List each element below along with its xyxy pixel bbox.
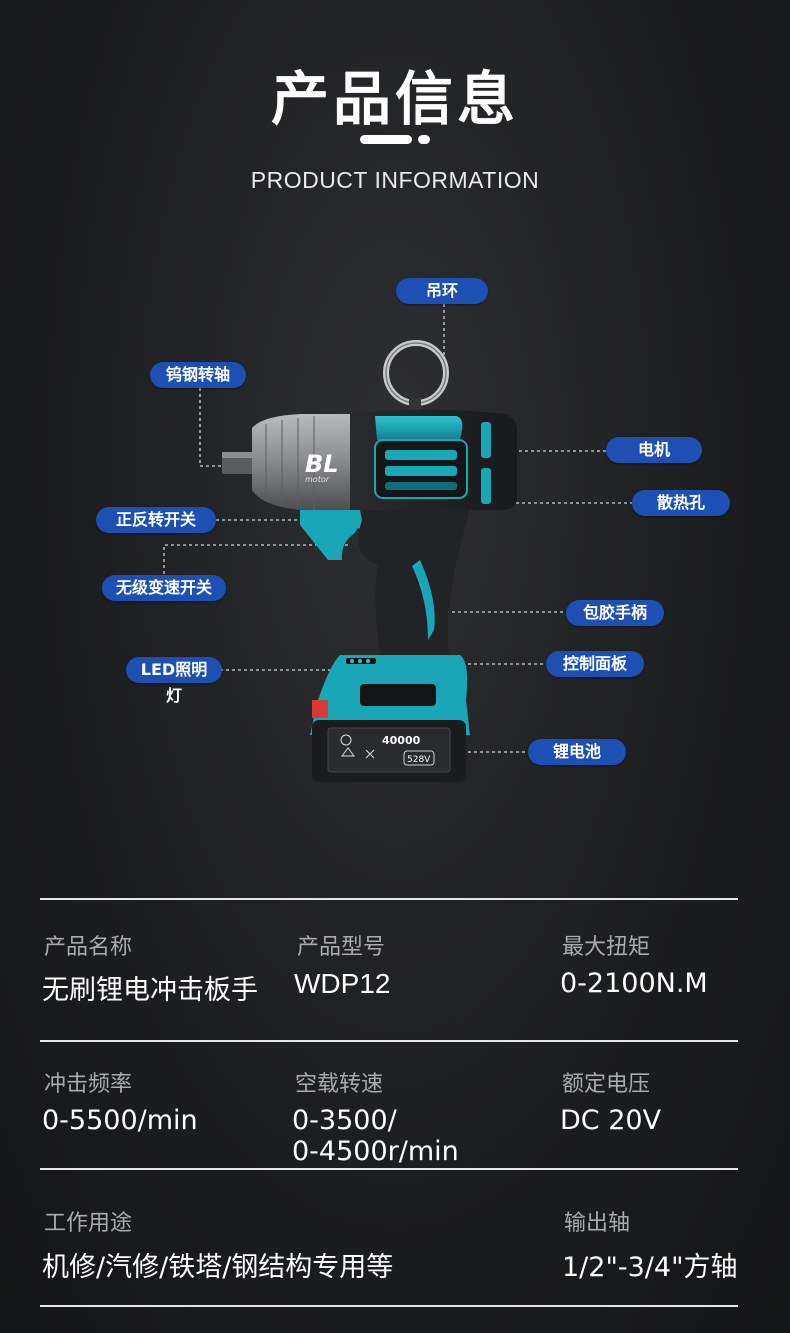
product-illustration: BL motor 40000 528V bbox=[163, 304, 632, 782]
callout-motor: 电机 bbox=[606, 437, 702, 463]
callout-tungsten-shaft: 钨钢转轴 bbox=[150, 362, 246, 388]
spec-value-impact-rate: 0-5500/min bbox=[42, 1105, 198, 1136]
callout-hanging-ring: 吊环 bbox=[396, 278, 488, 304]
spec-key-impact-rate: 冲击频率 bbox=[44, 1072, 133, 1097]
spec-value-max-torque: 0-2100N.M bbox=[560, 968, 708, 999]
title-underline bbox=[360, 135, 412, 144]
spec-key-application: 工作用途 bbox=[44, 1211, 133, 1236]
spec-value-model: WDP12 bbox=[294, 968, 391, 999]
spec-key-rated-voltage: 额定电压 bbox=[562, 1072, 651, 1097]
callout-rubber-handle: 包胶手柄 bbox=[566, 600, 664, 626]
spec-divider-bottom bbox=[40, 1305, 738, 1307]
spec-key-output-shaft: 输出轴 bbox=[564, 1211, 631, 1236]
page-title: 产品信息 bbox=[270, 65, 519, 133]
page-subtitle: PRODUCT INFORMATION bbox=[250, 167, 540, 193]
spec-value-no-load-speed-2: 0-4500r/min bbox=[292, 1136, 459, 1167]
spec-value-product-name: 无刷锂电冲击板手 bbox=[42, 975, 258, 1006]
callout-direction-switch: 正反转开关 bbox=[96, 507, 216, 533]
battery-voltage: 528V bbox=[407, 755, 431, 765]
callout-variable-speed-switch: 无级变速开关 bbox=[102, 575, 226, 601]
spec-key-product-name: 产品名称 bbox=[44, 935, 133, 960]
spec-value-application: 机修/汽修/铁塔/钢结构专用等 bbox=[42, 1252, 394, 1283]
callout-lithium-battery: 锂电池 bbox=[528, 739, 626, 765]
logo-text: BL bbox=[305, 450, 339, 478]
callout-cooling-holes: 散热孔 bbox=[632, 490, 730, 516]
spec-key-no-load-speed: 空载转速 bbox=[295, 1072, 384, 1097]
title-underline-dot bbox=[418, 135, 430, 144]
spec-divider-1 bbox=[40, 1040, 738, 1042]
svg-text:motor: motor bbox=[305, 475, 330, 484]
callout-led-light: LED照明灯 bbox=[126, 657, 222, 705]
spec-value-rated-voltage: DC 20V bbox=[560, 1105, 662, 1136]
spec-divider-top bbox=[40, 898, 738, 900]
spec-value-no-load-speed-1: 0-3500/ bbox=[292, 1105, 397, 1136]
spec-key-model: 产品型号 bbox=[297, 935, 386, 960]
battery-capacity: 40000 bbox=[382, 734, 421, 747]
spec-key-max-torque: 最大扭矩 bbox=[562, 935, 651, 960]
spec-divider-2 bbox=[40, 1168, 738, 1170]
callout-control-panel: 控制面板 bbox=[546, 651, 644, 677]
spec-value-output-shaft: 1/2"-3/4"方轴 bbox=[562, 1252, 738, 1283]
